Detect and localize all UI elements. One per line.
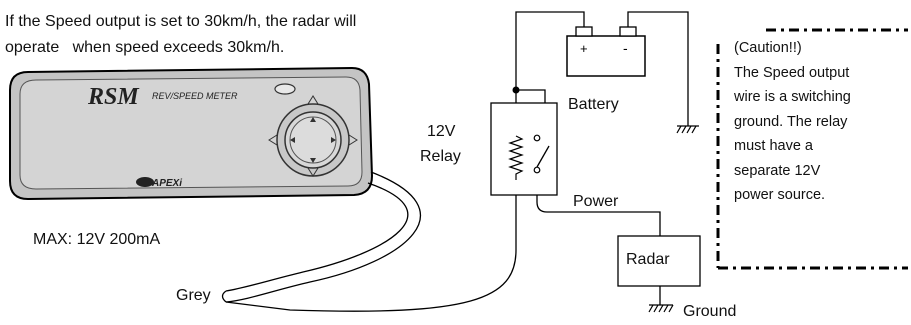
caution-line: ground. The relay [734, 113, 848, 130]
relay [490, 102, 558, 196]
relay-switch-arm [536, 145, 550, 168]
caution-line: separate 12V [734, 162, 821, 179]
intro-line-1: If the Speed output is set to 30km/h, th… [5, 13, 357, 30]
rsm-logo: RSM [87, 84, 140, 110]
arrow-left-icon[interactable] [268, 134, 278, 146]
max-rating-label: MAX: 12V 200mA [33, 231, 161, 248]
caution-line: power source. [734, 187, 826, 203]
arrow-up-icon[interactable] [307, 95, 319, 105]
power-wires [225, 11, 689, 312]
relay-label-relay: Relay [420, 148, 461, 165]
battery-label: Battery [568, 96, 619, 113]
meter-subtitle: REV/SPEED METER [152, 91, 238, 101]
battery-plus-label: + [580, 41, 588, 56]
battery-plus-terminal [575, 26, 593, 37]
inner-left-icon [290, 137, 295, 143]
control-dial[interactable] [276, 103, 350, 177]
inner-right-icon [331, 137, 336, 143]
ground-label: Ground [683, 303, 737, 320]
relay-coil [508, 135, 524, 180]
battery-minus-label: - [623, 40, 628, 56]
caution-frame [716, 28, 908, 270]
relay-label-12v: 12V [427, 123, 456, 140]
grey-wire [221, 171, 422, 303]
caution-line: (Caution!!) [734, 40, 802, 56]
battery-ground-icon [676, 125, 699, 134]
rsm-meter-device: RSM REV/SPEED METER APEXi [9, 66, 374, 201]
battery-minus-terminal [619, 26, 637, 37]
caution-line: must have a [734, 138, 813, 154]
power-label: Power [573, 193, 619, 210]
caution-line: The Speed output [734, 64, 850, 81]
arrow-down-icon[interactable] [307, 167, 319, 177]
inner-down-icon [310, 158, 316, 163]
caution-note: (Caution!!) The Speed output wire is a s… [734, 36, 851, 208]
relay-contact-bottom [533, 166, 541, 174]
inner-up-icon [310, 117, 316, 122]
relay-contact-top [533, 134, 541, 142]
radar-ground-icon [648, 304, 674, 313]
caution-line: wire is a switching [734, 89, 851, 105]
junction-dot [512, 86, 520, 94]
arrow-right-icon[interactable] [348, 134, 358, 146]
intro-line-2: operate when speed exceeds 30km/h. [5, 39, 285, 56]
brand-text: APEXi [151, 178, 182, 189]
radar-label: Radar [626, 251, 670, 268]
indicator-lamp [274, 83, 296, 95]
battery: + - [566, 26, 646, 77]
radar-box [617, 235, 701, 287]
grey-wire-label: Grey [176, 287, 211, 304]
apexi-brand: APEXi [136, 177, 182, 189]
